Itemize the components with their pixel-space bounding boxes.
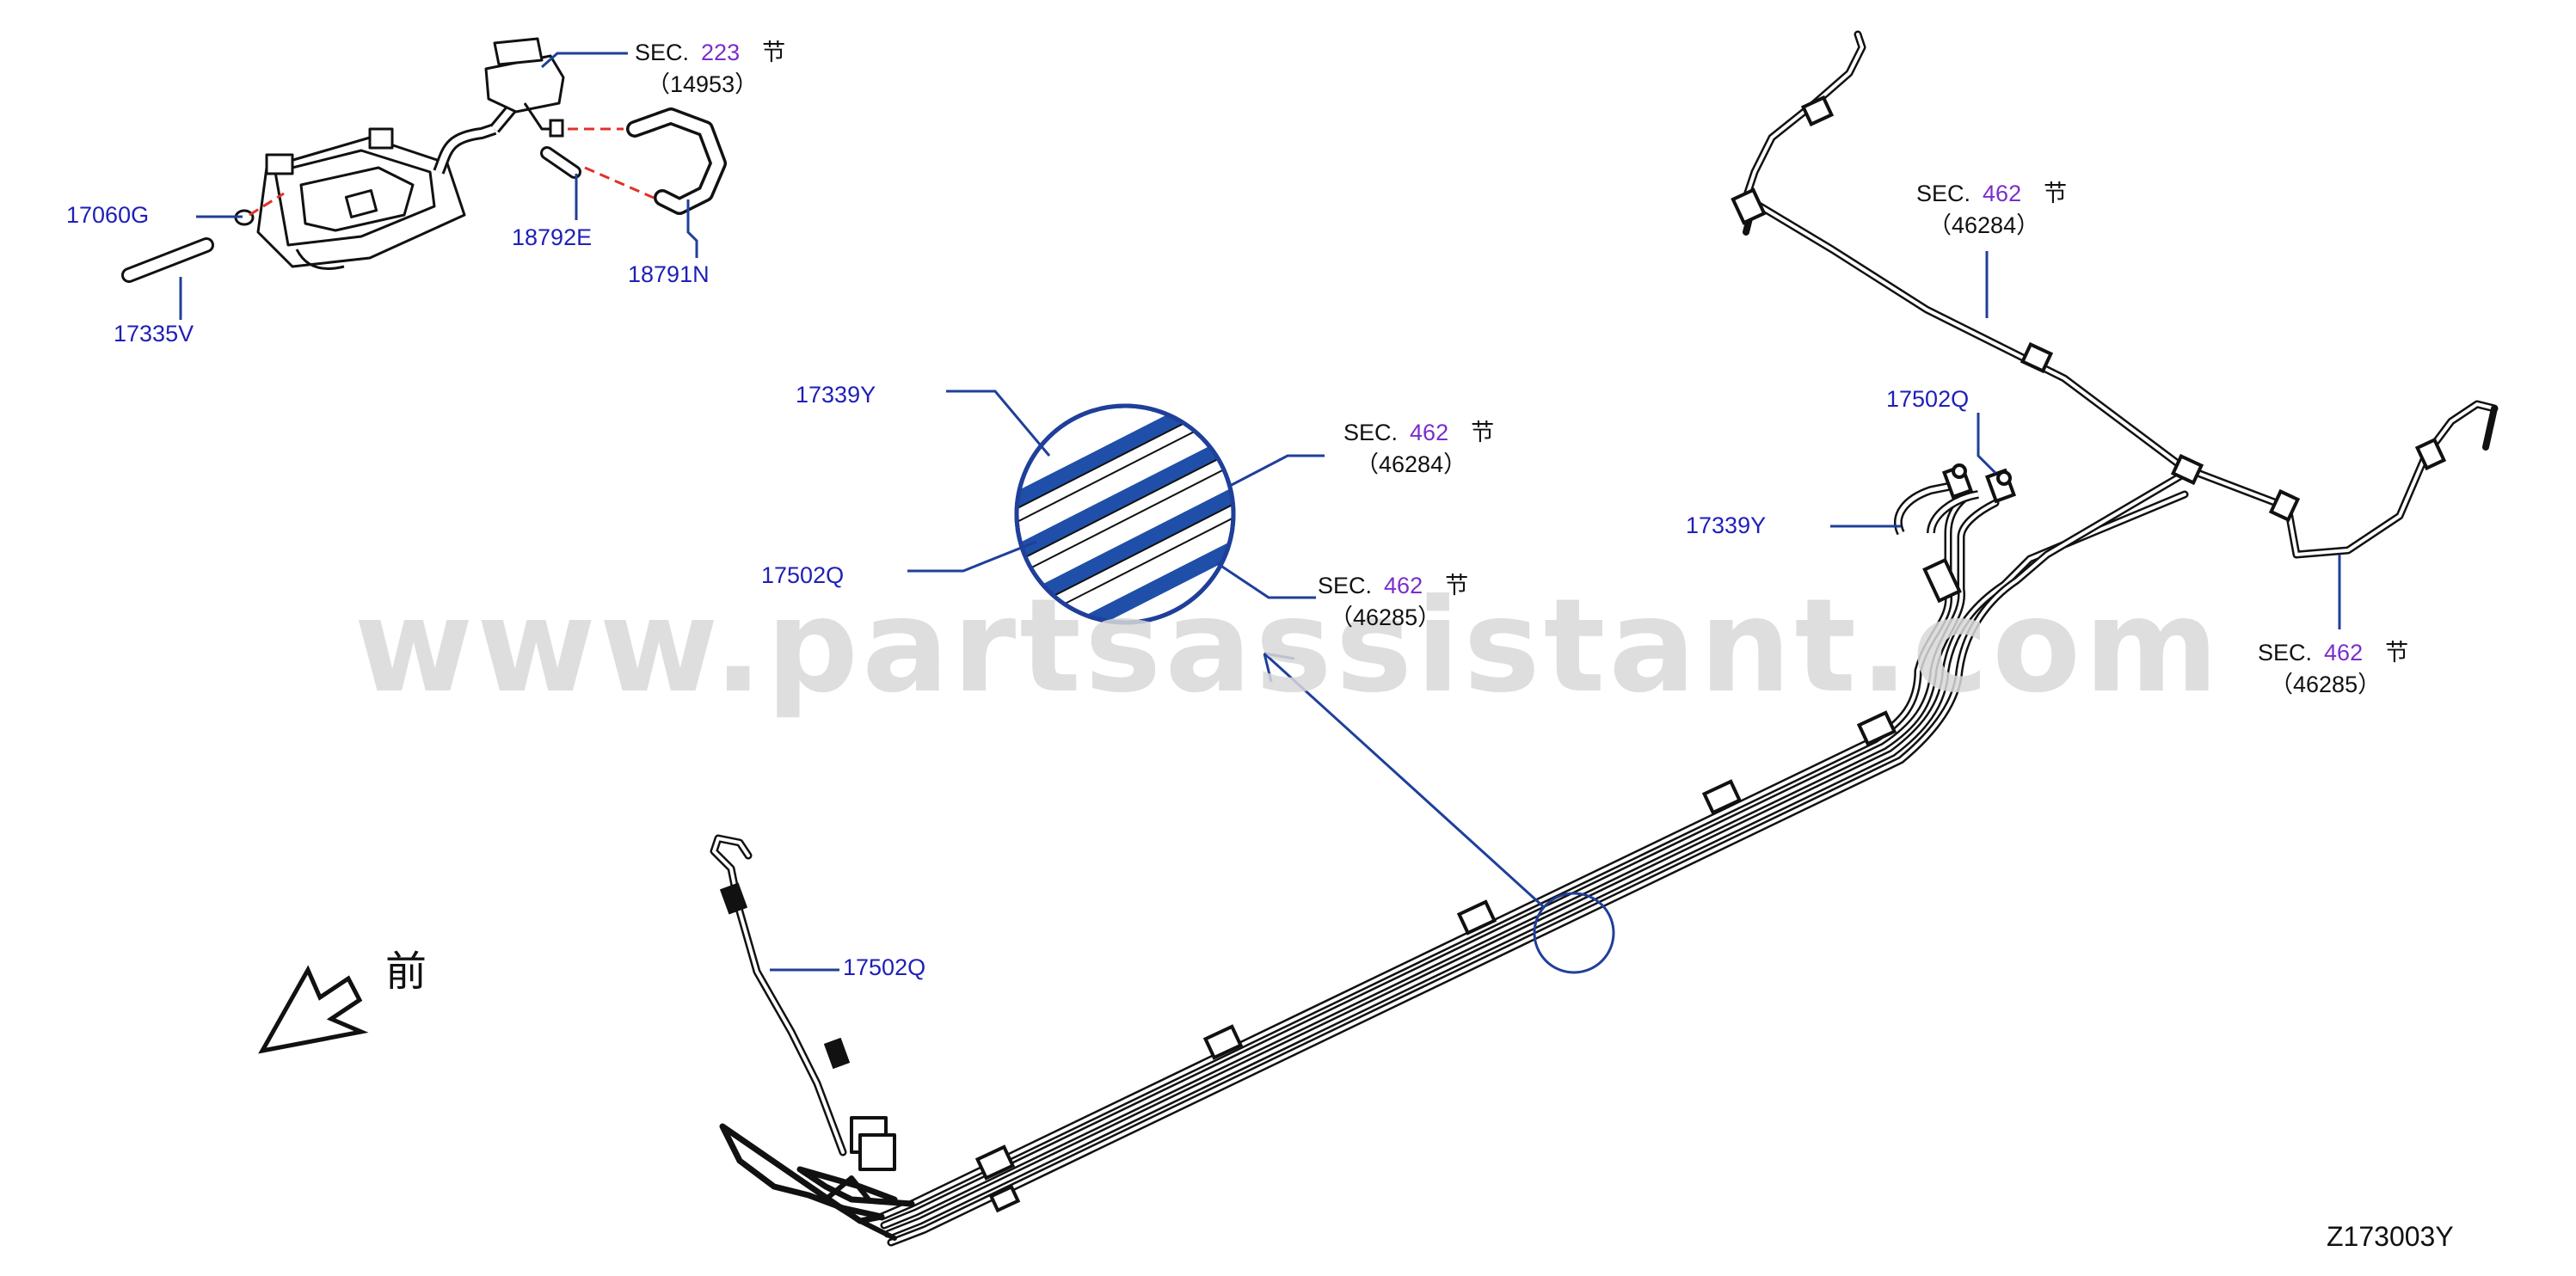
section-ref-code: （46284） <box>1356 451 1467 477</box>
section-ref-14953[interactable]: SEC. 223 节 （14953） <box>635 41 785 96</box>
section-ref-46284-top[interactable]: SEC. 462 节 （46284） <box>1916 182 2067 237</box>
watermark-text: www.partsassistant.com <box>354 572 2222 721</box>
part-label-17502q-bottom[interactable]: 17502Q <box>843 954 926 980</box>
evap-canister-assembly <box>256 37 565 270</box>
section-prefix: SEC. <box>2258 640 2313 666</box>
section-number: 223 <box>701 40 741 65</box>
bundle-clips <box>974 557 1962 1213</box>
part-label-17339y-inset[interactable]: 17339Y <box>796 382 876 408</box>
section-prefix: SEC. <box>1916 181 1971 206</box>
section-number: 462 <box>1410 420 1449 445</box>
part-label-17335v[interactable]: 17335V <box>114 321 194 347</box>
leader-lines <box>179 52 2341 972</box>
hose-18792e <box>540 119 581 179</box>
part-label-17339y-right[interactable]: 17339Y <box>1686 512 1767 538</box>
part-label-18792e[interactable]: 18792E <box>512 224 593 250</box>
section-ref-code: （14953） <box>647 71 759 97</box>
section-suffix: 节 <box>762 40 786 65</box>
section-prefix: SEC. <box>1318 573 1373 598</box>
section-suffix: 节 <box>2385 640 2409 666</box>
section-ref-46285-right[interactable]: SEC. 462 节 （46285） <box>2258 641 2408 696</box>
diagram-code: Z173003Y <box>2327 1221 2454 1252</box>
section-prefix: SEC. <box>1343 420 1399 445</box>
section-number: 462 <box>2324 640 2364 666</box>
connection-dash-lines <box>249 127 655 217</box>
fuel-line-front-left-branch <box>710 834 896 1171</box>
part-label-18791n[interactable]: 18791N <box>628 261 710 287</box>
section-ref-46285-inset[interactable]: SEC. 462 节 （46285） <box>1318 574 1468 629</box>
section-ref-code: （46285） <box>2270 672 2382 697</box>
section-ref-code: （46285） <box>1330 604 1442 630</box>
part-label-17502q-right[interactable]: 17502Q <box>1886 386 1970 412</box>
section-ref-46284-inset[interactable]: SEC. 462 节 （46284） <box>1343 421 1494 476</box>
part-label-17502q-inset[interactable]: 17502Q <box>761 562 845 588</box>
section-suffix: 节 <box>1471 420 1495 445</box>
section-prefix: SEC. <box>635 40 690 65</box>
section-ref-code: （46284） <box>1928 212 2040 238</box>
front-direction-arrow <box>258 965 369 1054</box>
rear-fittings <box>1893 463 2017 536</box>
front-label: 前 <box>385 948 427 996</box>
section-number: 462 <box>1983 181 2022 206</box>
part-label-17060g[interactable]: 17060G <box>66 202 150 228</box>
rear-tank-lines <box>1742 30 2499 559</box>
section-suffix: 节 <box>1445 573 1469 598</box>
detail-magnifier <box>1263 652 1615 974</box>
section-suffix: 节 <box>2044 181 2068 206</box>
hose-17335v <box>121 237 214 283</box>
rear-tank-clips <box>1731 95 2447 523</box>
section-number: 462 <box>1384 573 1423 598</box>
hose-18791n <box>626 107 727 215</box>
inset-detail-circle <box>1014 403 1236 625</box>
fuel-line-bundle <box>719 464 2198 1247</box>
